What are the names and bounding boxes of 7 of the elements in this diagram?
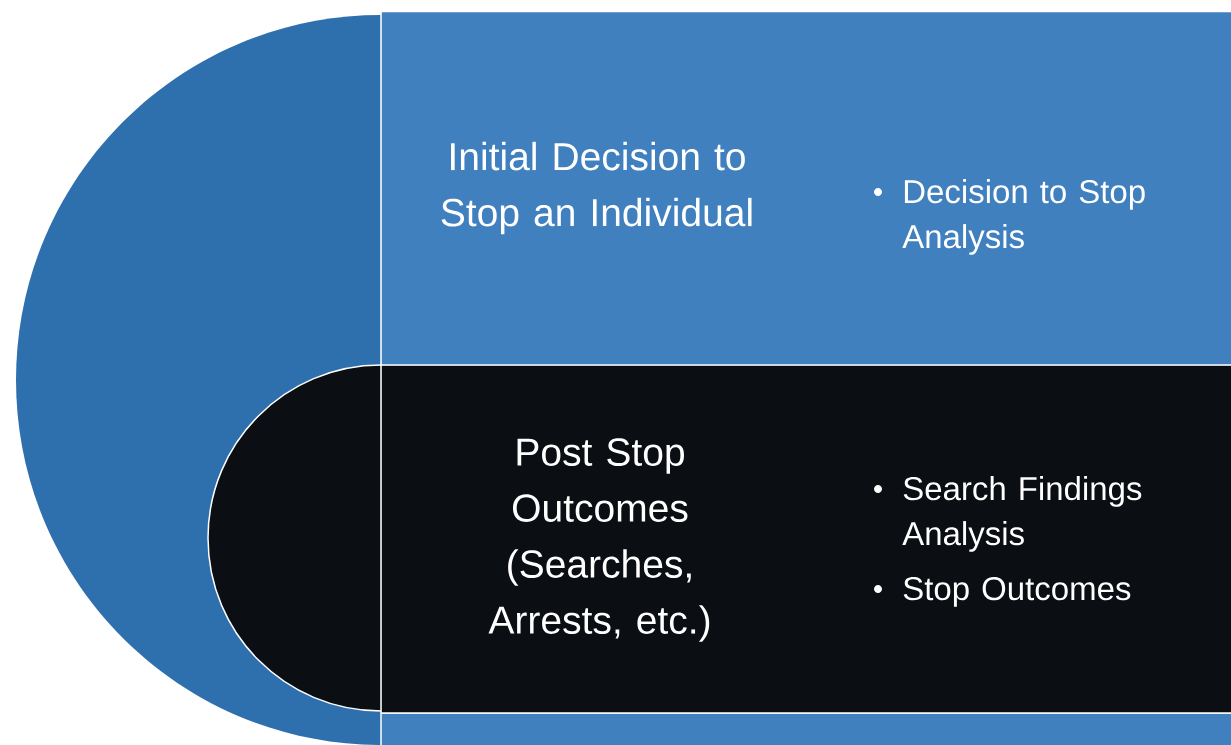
band [207,364,1231,714]
band [381,12,1231,366]
heading: Post Stop Outcomes (Searches, Arrests, etc.) [488,438,710,642]
heading: Initial Decision to Stop an Individual [441,141,752,235]
bullet-item: Search Findings Analysis [874,476,1142,552]
bullet-item: Stop Outcomes [874,576,1131,607]
bullet-item: Decision to Stop Analysis [874,179,1145,255]
